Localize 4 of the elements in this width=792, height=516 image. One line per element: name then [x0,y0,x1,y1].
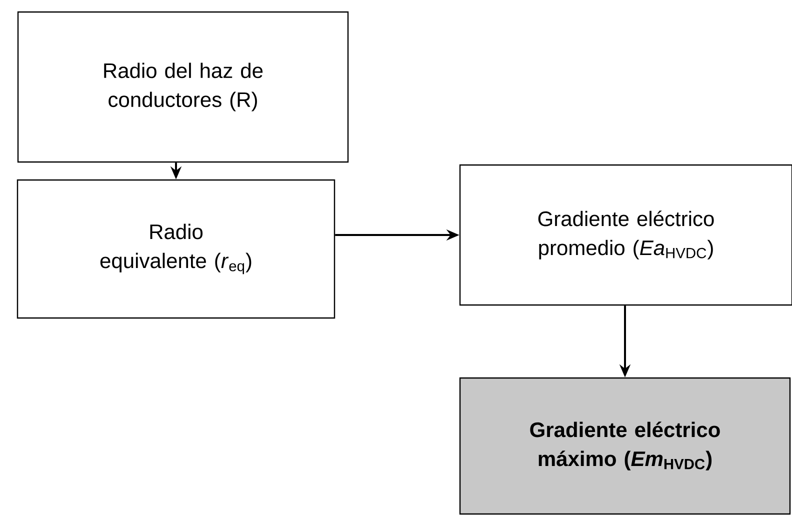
result-box: Gradiente eléctrico máximo (Em$_{HVDC}$) [459,377,791,515]
process-box: Gradiente eléctrico promedio (Ea$_{HVDC}$) [459,164,792,306]
process-box: Radio equivalente (r$_{eq}$) [16,179,336,319]
process-box: Radio del haz de conductores (R) [17,11,349,163]
